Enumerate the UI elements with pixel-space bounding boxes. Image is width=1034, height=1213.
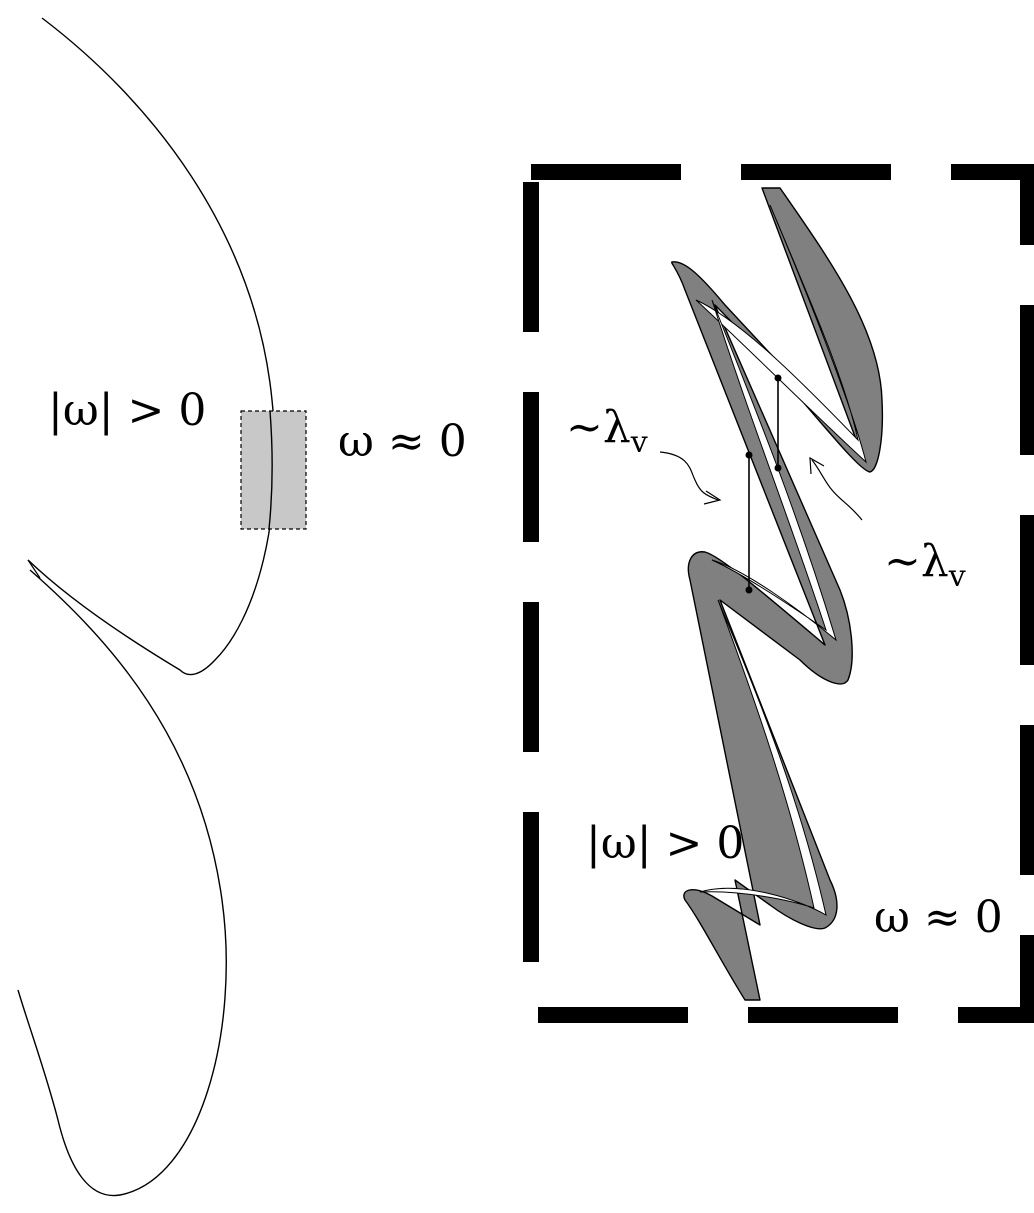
left-panel: |ω| > 0 ω ≈ 0 <box>17 17 467 1197</box>
scale-bar-upper <box>774 374 782 472</box>
zoom-region-curve-segment <box>268 410 273 530</box>
vortex-layer-band <box>670 187 884 1001</box>
upper-interface-curve <box>27 17 276 676</box>
scale-pointer-arrowhead-left <box>703 490 722 505</box>
left-vorticity-label: |ω| > 0 <box>48 385 206 436</box>
scale-pointer-arrow-left <box>659 451 719 501</box>
vortex-layer-gap-lower <box>699 599 827 917</box>
scale-bar-lower <box>745 451 753 594</box>
vortex-layer-gap-upper <box>695 204 867 464</box>
zoom-region-box <box>240 410 307 530</box>
inset-scale-label-upper: ~λv <box>566 402 648 460</box>
inset-scale-label-lower: ~λv <box>884 536 966 594</box>
lower-interface-curve <box>17 569 227 1197</box>
inset-vorticity-label: |ω| > 0 <box>586 818 744 869</box>
scale-pointer-arrow-right <box>811 459 863 521</box>
inset-panel: ~λv ~λv |ω| > 0 ω ≈ 0 <box>523 164 1034 1023</box>
lower-interface-tip <box>27 559 41 579</box>
vortex-layer-gap-middle <box>711 299 837 642</box>
inset-irrotational-label: ω ≈ 0 <box>874 892 1003 943</box>
inset-dashed-border <box>523 164 1034 1023</box>
left-irrotational-label: ω ≈ 0 <box>338 416 467 467</box>
scale-pointer-arrowhead-right <box>809 456 825 475</box>
